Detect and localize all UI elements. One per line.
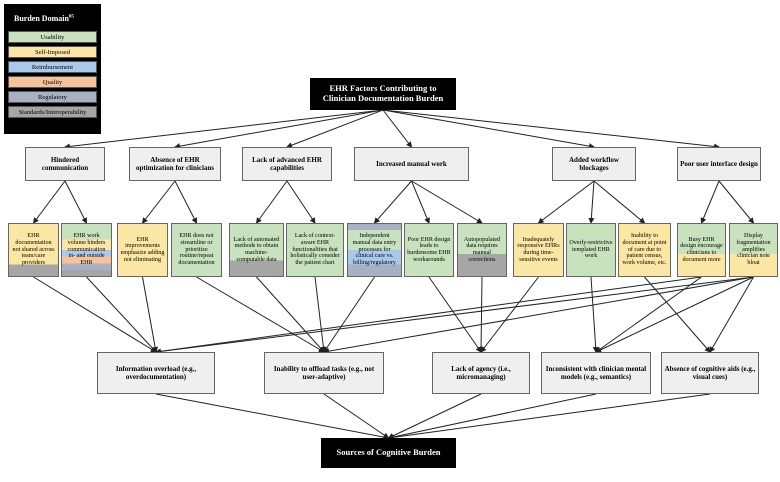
leaf-independent-manual-data-entry: Independent manual data entry processes … xyxy=(347,223,402,277)
leaf-inability-to-document-at-point-of-care: Inability to document at point of care d… xyxy=(618,223,671,277)
arrow-c3-to-l7 xyxy=(411,180,430,224)
category-absence-of-ehr-optimization: Absence of EHR optimization for clinicia… xyxy=(129,147,221,181)
arrow-c1-to-l3 xyxy=(174,180,197,224)
leaf-documentation-not-shared: EHR documentation not shared across team… xyxy=(8,223,59,277)
arrow-root-to-c2 xyxy=(286,109,384,149)
legend-item-usability: Usability xyxy=(8,31,97,43)
legend-item-standards-interoperability: Standards/Interoperability xyxy=(8,106,97,118)
arrow-l10-to-o3 xyxy=(590,276,599,353)
leaf-autopopulated-data-corrections: Autopopulated data requires manual corre… xyxy=(457,223,507,277)
arrow-o4-to-sink xyxy=(387,393,711,441)
arrow-c5-to-l13 xyxy=(718,180,755,224)
arrow-l13-to-o0 xyxy=(155,276,754,355)
arrow-c0-to-l0 xyxy=(32,180,66,224)
arrow-l3-to-o1 xyxy=(196,276,325,353)
arrow-l13-to-o3 xyxy=(595,276,754,353)
arrow-o1-to-sink xyxy=(323,393,390,439)
outcome-inconsistent-mental-models: Inconsistent with clinician mental model… xyxy=(541,352,651,394)
arrow-c4-to-l9 xyxy=(537,180,595,224)
arrow-root-to-c1 xyxy=(174,109,384,150)
legend-item-regulatory: Regulatory xyxy=(8,91,97,103)
arrow-c2-to-l5 xyxy=(286,180,316,224)
arrow-c2-to-l4 xyxy=(255,180,288,224)
leaf-does-not-streamline-documentation: EHR does not streamline or prioritize ro… xyxy=(171,223,222,277)
arrow-l8-to-o2 xyxy=(478,276,485,353)
arrow-l12-to-o0 xyxy=(155,276,702,355)
leaf-lack-of-automated-methods: Lack of automated methods to obtain mach… xyxy=(229,223,284,277)
arrow-c3-to-l8 xyxy=(411,180,483,224)
arrow-l6-to-o1 xyxy=(323,276,375,353)
leaf-overly-restrictive-templated-work: Overly-restrictive templated EHR work xyxy=(566,223,616,277)
leaf-busy-ehr-design: Busy EHR design encourage clinicians to … xyxy=(677,223,726,277)
leaf-inadequately-responsive-ehrs: Inadequately responsive EHRs during time… xyxy=(513,223,564,277)
legend-item-self-imposed: Self-Imposed xyxy=(8,46,97,58)
arrow-c4-to-l10 xyxy=(588,180,595,224)
arrow-o0-to-sink xyxy=(155,393,390,441)
leaf-poor-design-workarounds: Poor EHR design leads to burdensome EHR … xyxy=(404,223,454,277)
arrow-root-to-c5 xyxy=(382,109,720,150)
sink-sources-of-cognitive-burden: Sources of Cognitive Burden xyxy=(321,438,456,468)
arrow-root-to-c4 xyxy=(382,109,595,150)
arrow-l12-to-o3 xyxy=(595,276,702,353)
arrow-l0-to-o0 xyxy=(33,276,157,353)
category-hindered-communication: Hindered communication xyxy=(25,147,105,181)
arrow-l11-to-o4 xyxy=(644,276,711,353)
arrow-c1-to-l2 xyxy=(141,180,176,224)
root-node-ehr-factors: EHR Factors Contributing to Clinician Do… xyxy=(310,78,456,110)
arrow-c0-to-l1 xyxy=(64,180,87,224)
legend-title: Burden Domain65 xyxy=(14,14,74,23)
leaf-lack-of-context-aware-functionalities: Lack of context-aware EHR functionalitie… xyxy=(286,223,344,277)
arrow-c3-to-l6 xyxy=(373,180,412,224)
arrow-l13-to-o1 xyxy=(323,276,754,355)
category-increased-manual-work: Increased manual work xyxy=(354,147,469,181)
outcome-information-overload: Information overload (e.g., overdocument… xyxy=(97,352,215,394)
arrow-o3-to-sink xyxy=(387,393,597,440)
legend-item-reimbursement: Reimbursement xyxy=(8,61,97,73)
arrow-l4-to-o1 xyxy=(256,276,325,353)
outcome-absence-of-cognitive-aids: Absence of cognitive aids (e.g., visual … xyxy=(661,352,759,394)
category-poor-user-interface-design: Poor user interface design xyxy=(677,147,761,181)
arrow-c5-to-l12 xyxy=(700,180,720,224)
arrow-root-to-c3 xyxy=(382,109,413,148)
arrow-l13-to-o4 xyxy=(709,276,754,353)
leaf-display-fragmentation-note-bloat: Display fragmentation amplifies clinicia… xyxy=(729,223,778,277)
arrow-root-to-c0 xyxy=(64,109,384,150)
outcome-lack-of-agency: Lack of agency (i.e., micromanaging) xyxy=(432,352,530,394)
leaf-improvements-emphasize-adding: EHR improvements emphasize adding not el… xyxy=(117,223,168,277)
category-lack-of-advanced-capabilities: Lack of advanced EHR capabilities xyxy=(242,147,332,181)
arrow-o2-to-sink xyxy=(387,393,482,439)
category-added-workflow-blockages: Added workflow blockages xyxy=(552,147,636,181)
arrow-l9-to-o2 xyxy=(480,276,539,353)
arrow-c4-to-l11 xyxy=(593,180,646,224)
legend-item-quality: Quality xyxy=(8,76,97,88)
arrow-l5-to-o1 xyxy=(314,276,327,353)
leaf-work-volume-hinders-communication: EHR work volume hinders communication in… xyxy=(61,223,112,277)
arrow-l1-to-o0 xyxy=(86,276,157,353)
burden-domain-legend: Burden Domain65 Usability Self-Imposed R… xyxy=(4,4,101,134)
outcome-inability-to-offload-tasks: Inability to offload tasks (e.g., not us… xyxy=(264,352,384,394)
arrow-l2-to-o0 xyxy=(142,276,159,353)
